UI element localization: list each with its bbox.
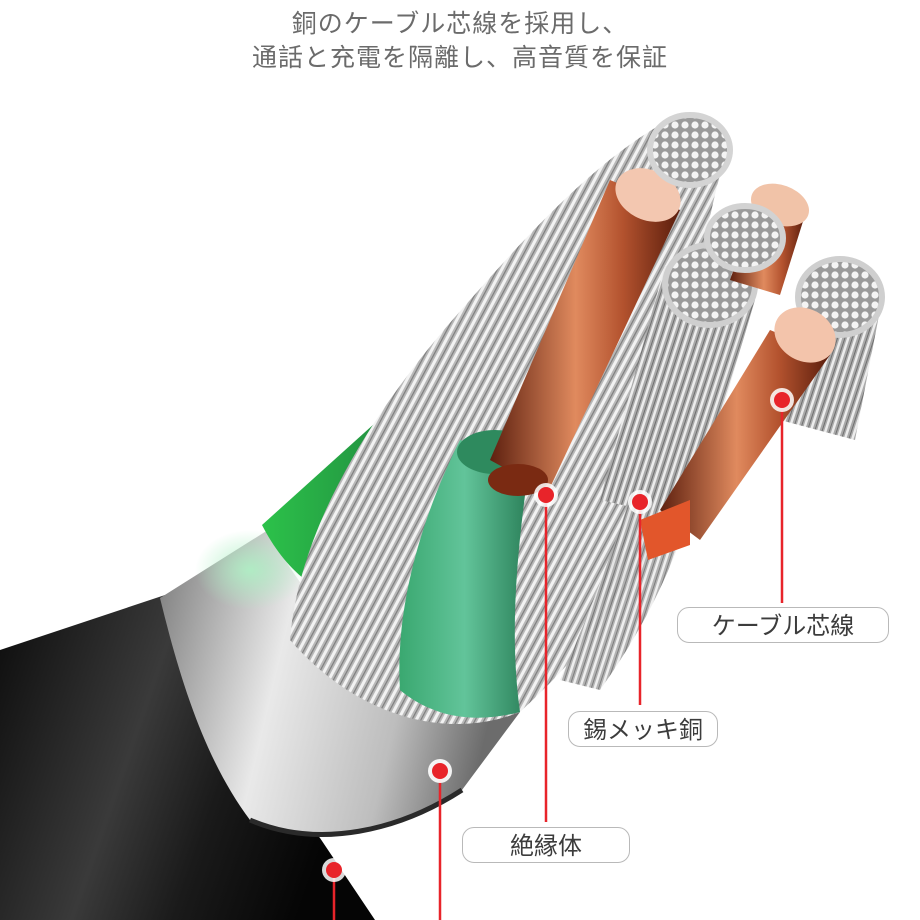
marker-shield	[428, 759, 452, 783]
outer-jacket	[0, 595, 375, 920]
silver-subbundle-top	[647, 112, 733, 188]
headline-line-2: 通話と充電を隔離し、高音質を保証	[251, 43, 668, 72]
marker-tinned-copper	[628, 490, 652, 514]
marker-core-wire	[770, 388, 794, 412]
marker-jacket	[322, 858, 346, 882]
silver-subbundle-middle	[704, 203, 786, 273]
copper-core-front	[488, 168, 681, 496]
callout-insulator: 絶縁体	[462, 827, 630, 863]
headline-line-1: 銅のケーブル芯線を採用し、	[291, 9, 629, 38]
callout-core-wire: ケーブル芯線	[677, 607, 889, 643]
copper-core-right	[640, 307, 836, 560]
marker-insulator	[534, 483, 558, 507]
callout-tinned-copper: 錫メッキ銅	[568, 711, 718, 747]
